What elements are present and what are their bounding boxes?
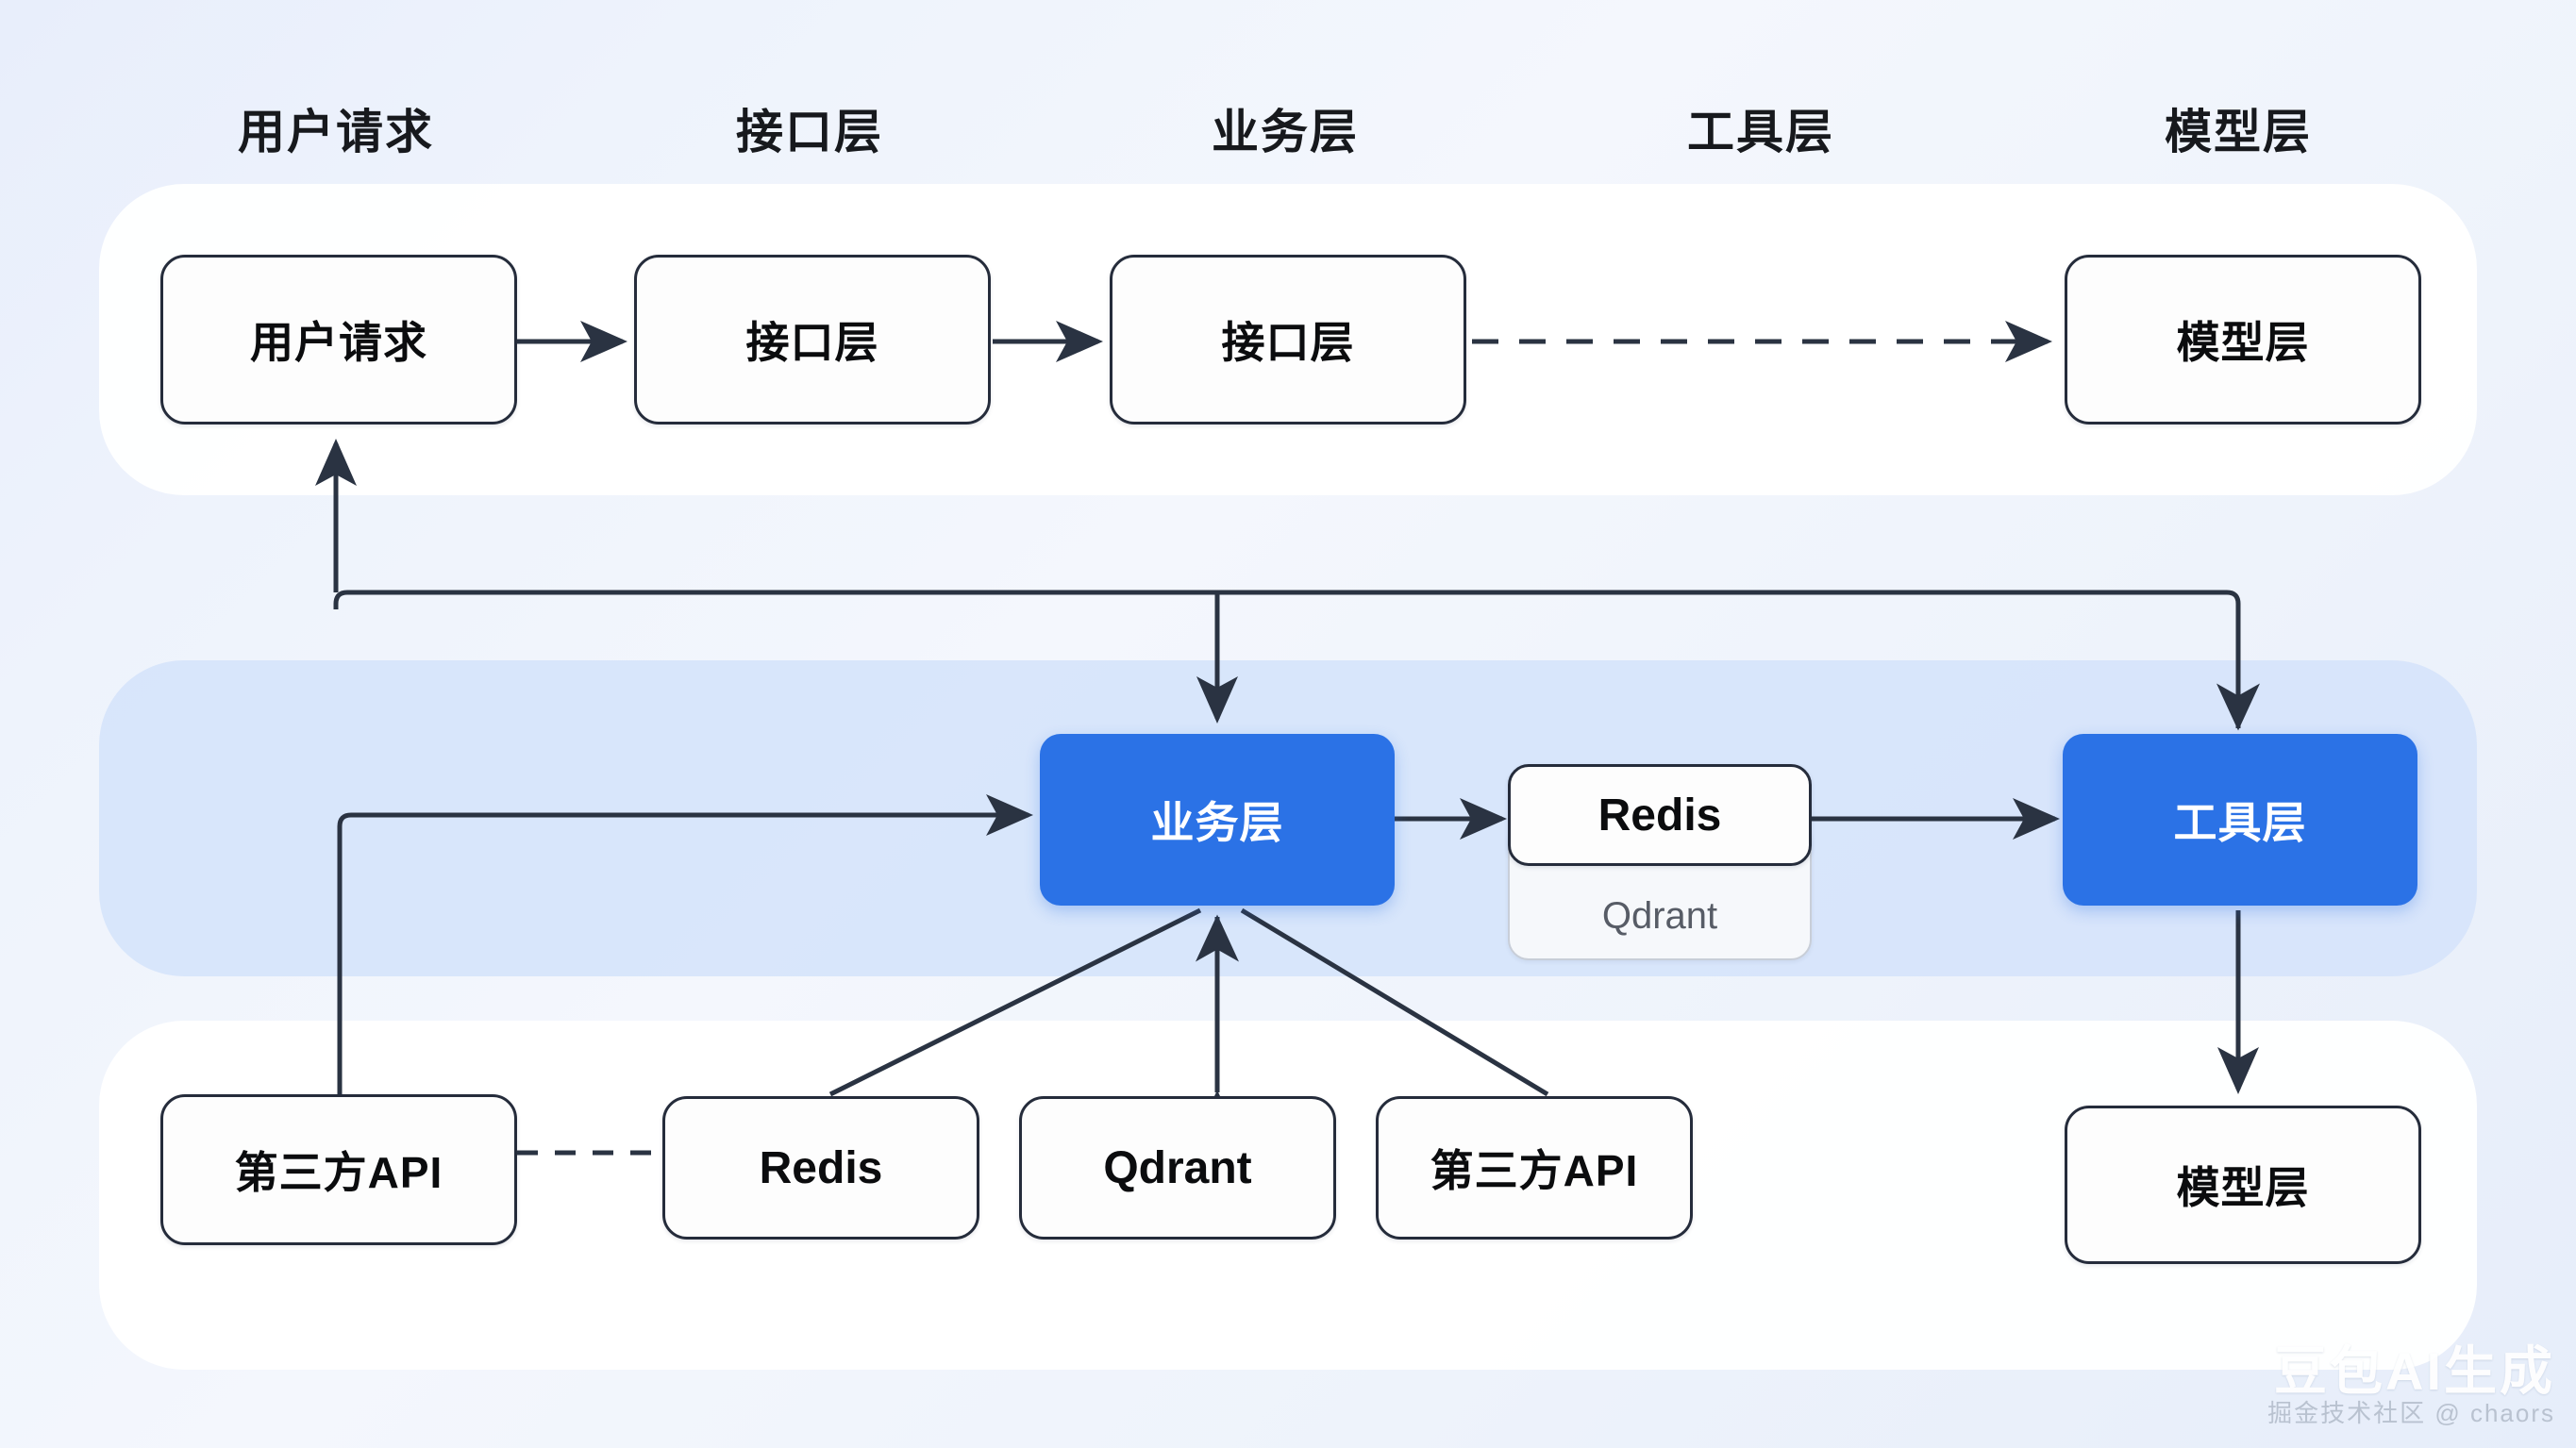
column-header-tool-layer: 工具层	[1687, 106, 1834, 158]
watermark: 豆包AI生成 掘金技术社区 @ chaors	[2267, 1341, 2555, 1429]
column-header-business-layer: 业务层	[1212, 106, 1359, 158]
column-header-api-layer: 接口层	[736, 106, 883, 158]
column-header-model-layer: 模型层	[2165, 106, 2312, 158]
node-business-layer[interactable]: 业务层	[1040, 734, 1395, 906]
node-qdrant-bottom[interactable]: Qdrant	[1019, 1096, 1336, 1240]
node-api-layer-2[interactable]: 接口层	[1110, 255, 1466, 424]
node-user-request[interactable]: 用户请求	[160, 255, 517, 424]
node-third-party-api-right[interactable]: 第三方API	[1376, 1096, 1693, 1240]
node-api-layer-1[interactable]: 接口层	[634, 255, 991, 424]
node-model-layer-top[interactable]: 模型层	[2065, 255, 2421, 424]
watermark-brand: 豆包AI生成	[2274, 1341, 2555, 1402]
node-third-party-api-left[interactable]: 第三方API	[160, 1094, 517, 1245]
node-redis-bottom[interactable]: Redis	[662, 1096, 979, 1240]
node-tool-layer[interactable]: 工具层	[2063, 734, 2417, 906]
node-redis-card-front[interactable]: Redis	[1508, 764, 1812, 866]
node-redis-card-stack[interactable]: Qdrant Redis	[1508, 764, 1812, 960]
column-header-user-request: 用户请求	[238, 106, 434, 158]
watermark-credit: 掘金技术社区 @ chaors	[2267, 1399, 2555, 1427]
node-model-layer-bottom[interactable]: 模型层	[2065, 1106, 2421, 1264]
